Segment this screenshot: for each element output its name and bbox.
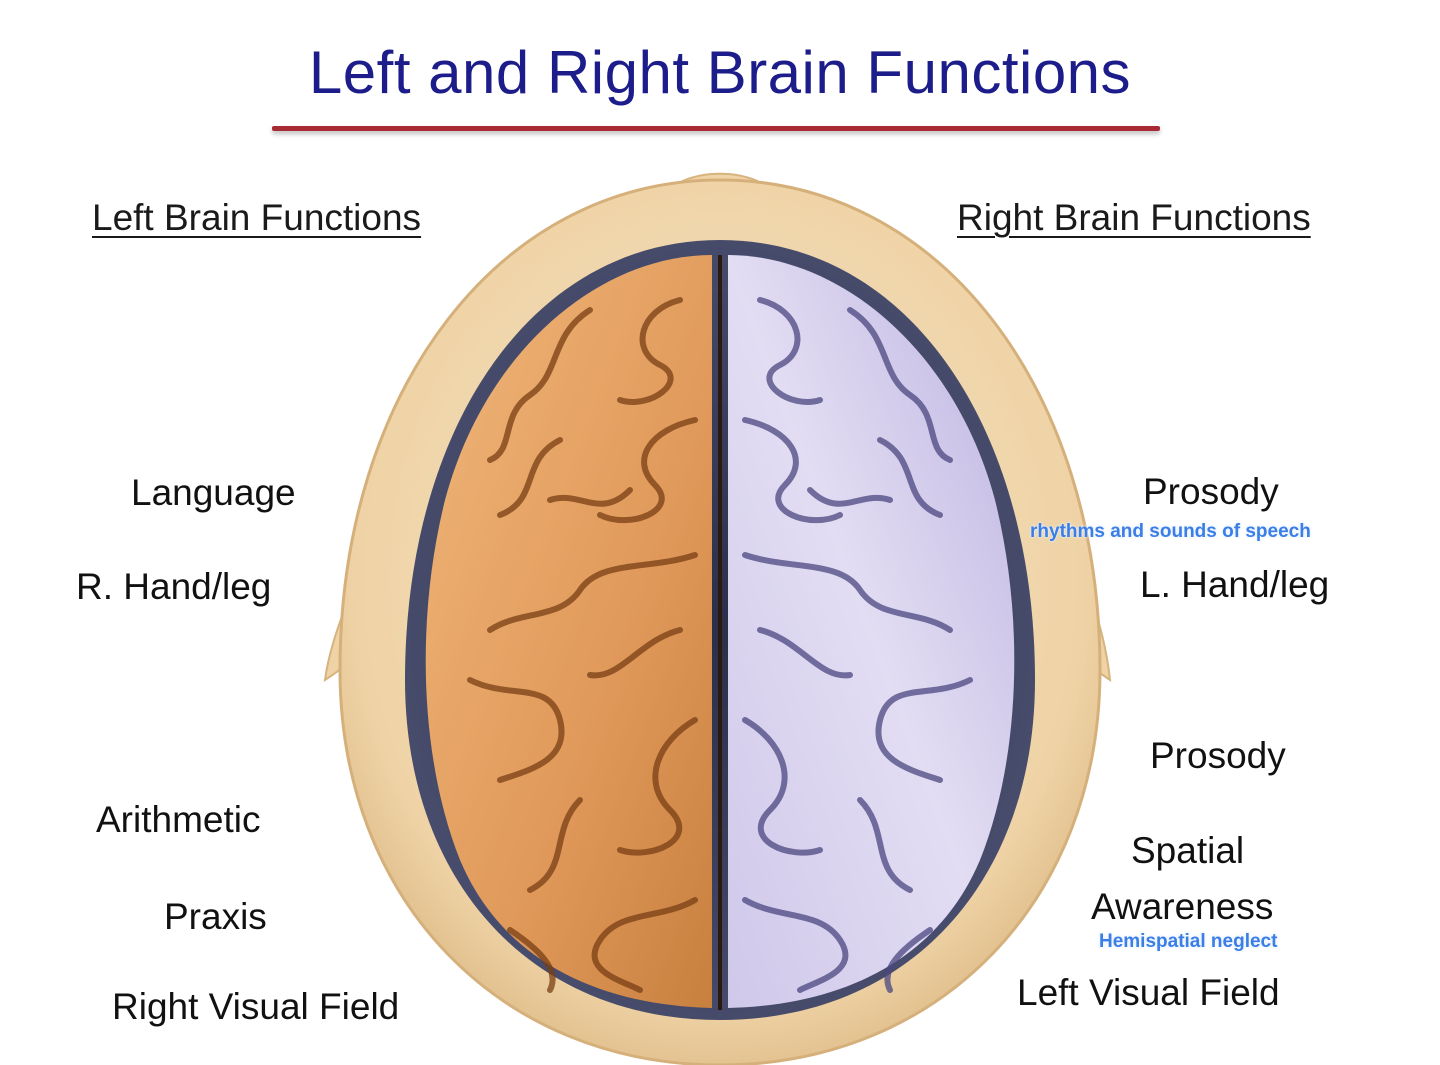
right-item-hand-leg: L. Hand/leg [1140,564,1330,605]
left-hemisphere [425,255,712,1008]
right-item-spatial: Spatial [1131,830,1245,871]
left-item-visual-field: Right Visual Field [112,986,400,1027]
left-item-language: Language [131,472,296,513]
right-note-hemispatial: Hemispatial neglect [1099,931,1278,952]
right-brain-heading: Right Brain Functions [957,197,1311,238]
right-item-visual-field: Left Visual Field [1017,972,1280,1013]
left-brain-heading: Left Brain Functions [92,197,422,238]
brain-illustration [300,160,1140,1065]
right-item-prosody-1: Prosody [1143,471,1279,512]
title-underline [272,126,1160,131]
right-gyri [742,297,973,993]
right-item-prosody-2: Prosody [1150,735,1286,776]
left-gyri [467,297,698,993]
right-note-prosody: rhythms and sounds of speech [1030,521,1311,542]
slide-title: Left and Right Brain Functions [308,39,1132,106]
right-hemisphere [728,255,1015,1008]
left-item-praxis: Praxis [164,896,267,937]
brain-top-view-image [323,172,1112,1065]
left-item-hand-leg: R. Hand/leg [76,566,272,607]
right-item-awareness: Awareness [1091,886,1274,927]
left-item-arithmetic: Arithmetic [96,799,261,840]
